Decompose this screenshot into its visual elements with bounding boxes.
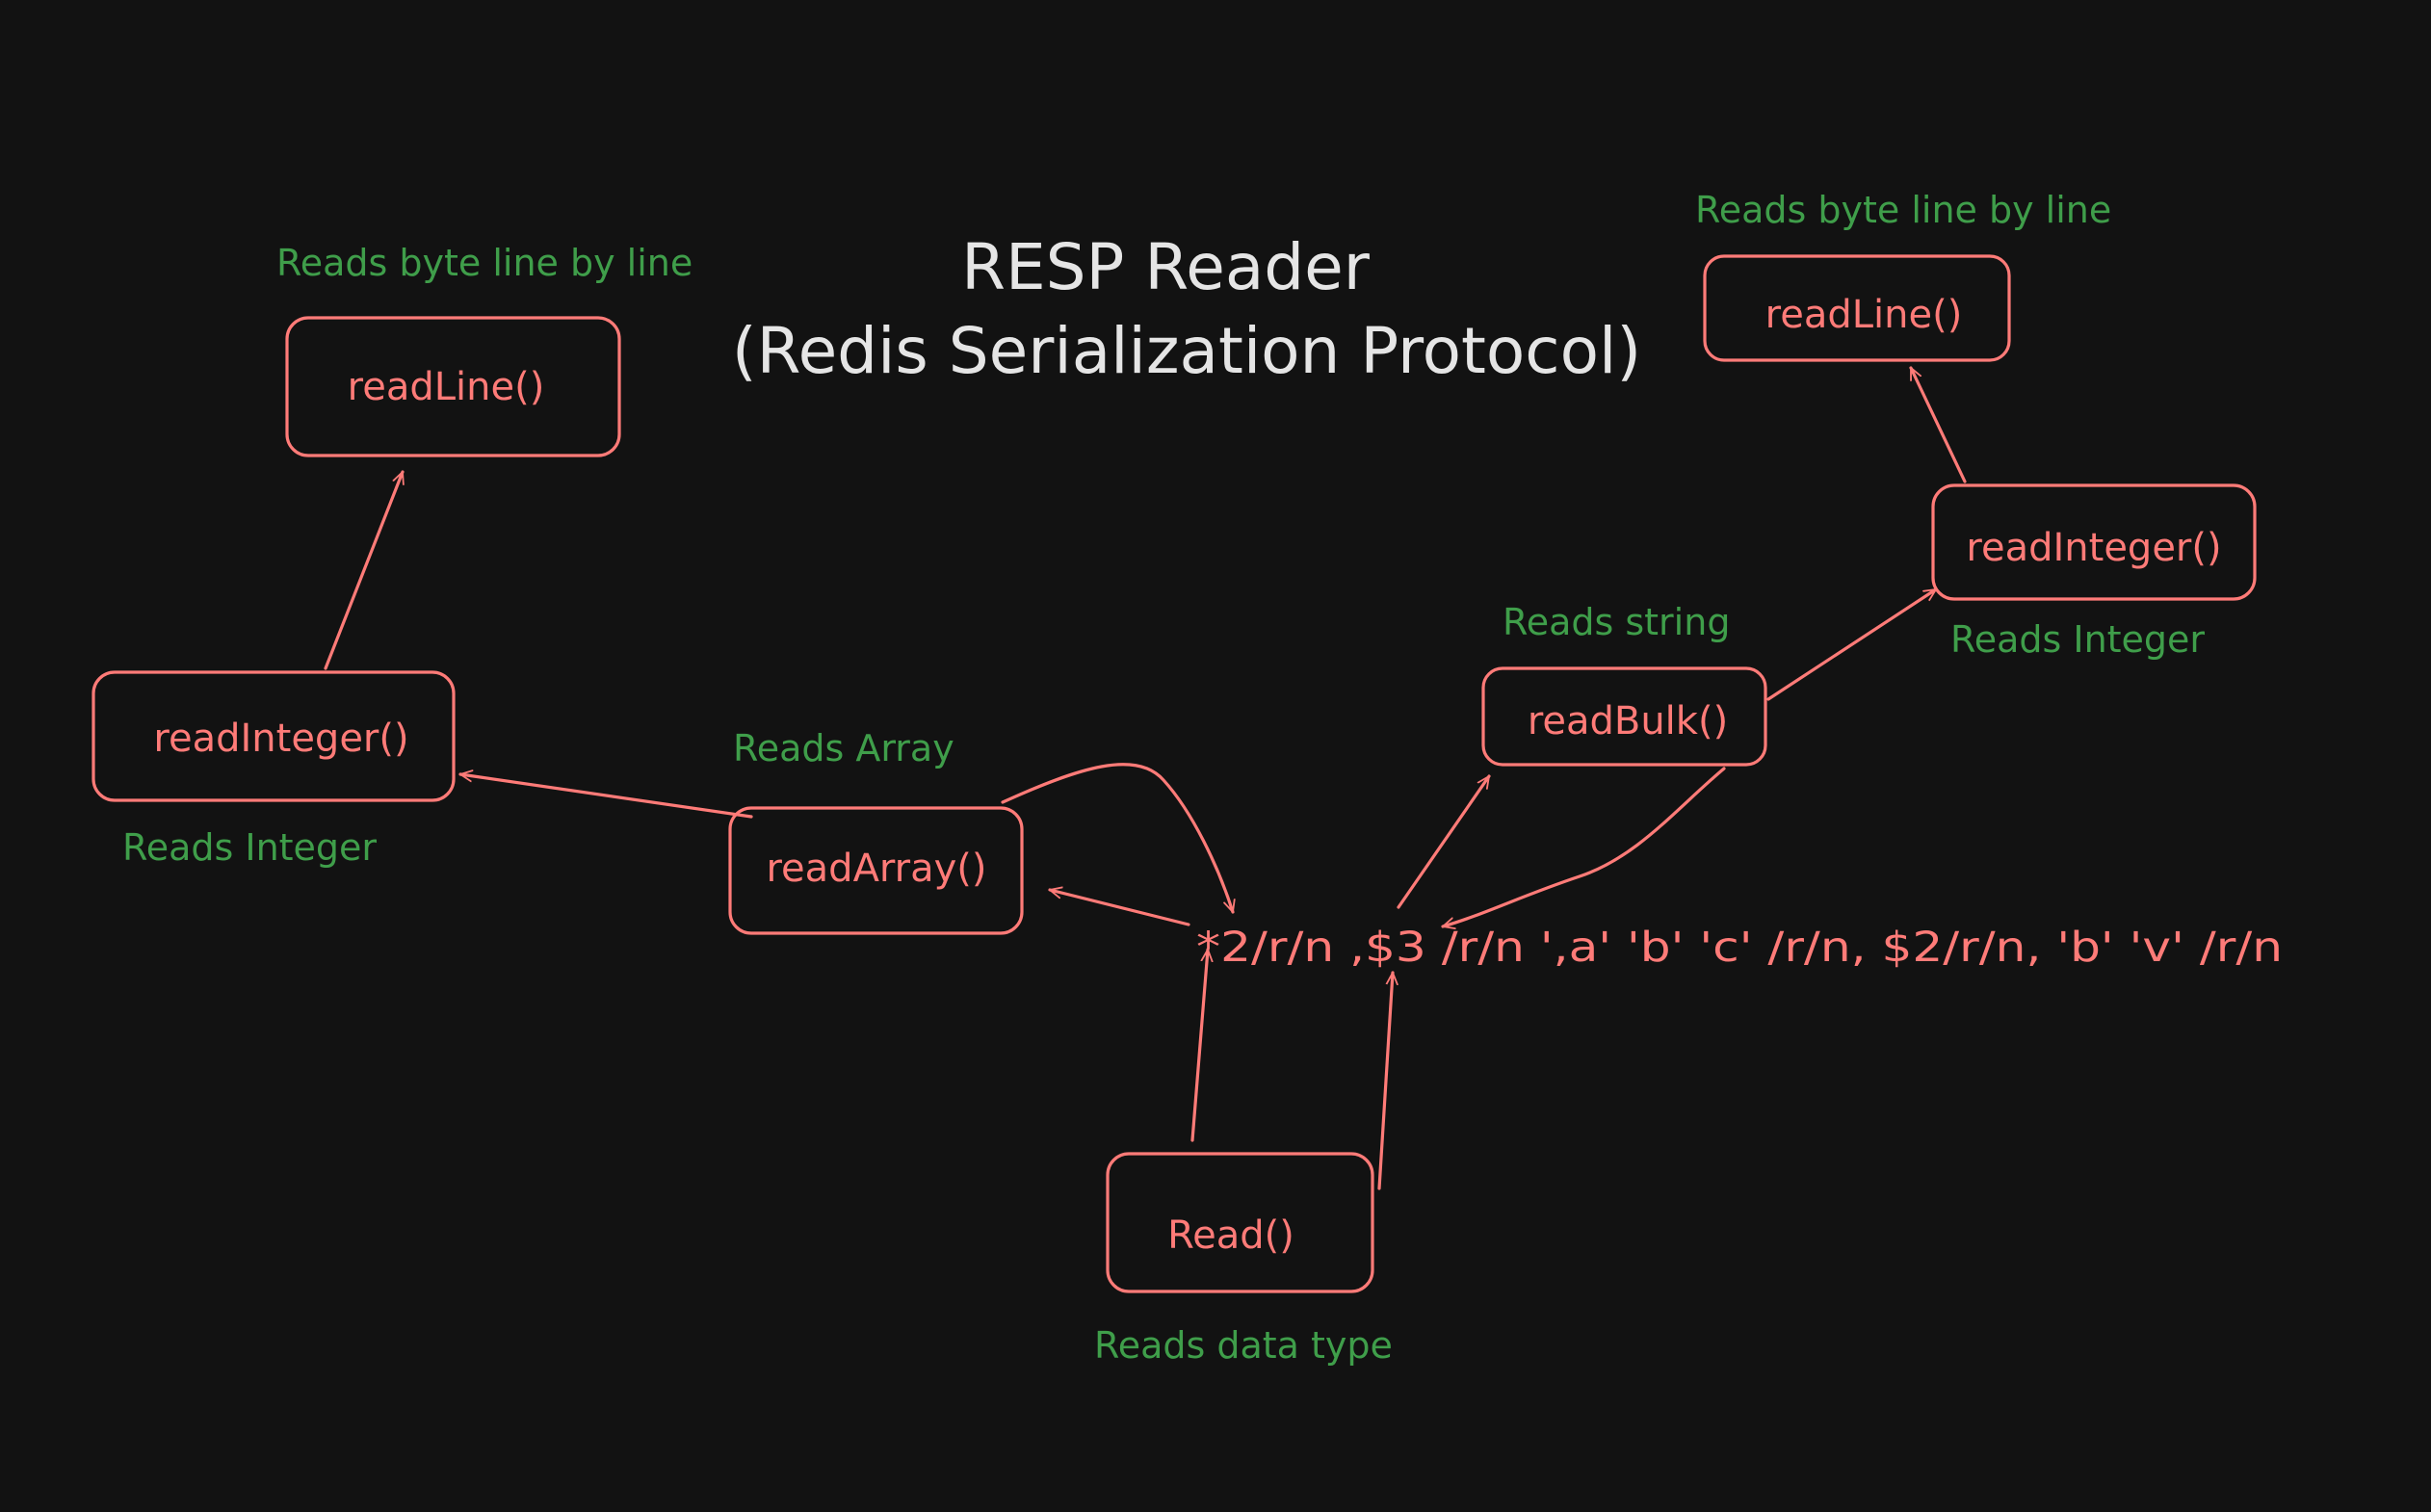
arrow-string-to-readarray [1048, 890, 1190, 926]
note-readline-left: Reads byte line by line [276, 242, 693, 284]
readinteger-left-box[interactable] [91, 670, 456, 802]
readinteger-right-label: readInteger() [1966, 526, 2221, 570]
note-readarray: Reads Array [733, 727, 954, 769]
note-read: Reads data type [1094, 1324, 1393, 1367]
note-readinteger-left: Reads Integer [122, 826, 377, 869]
arrow-readinteger-left-to-readline-left [324, 470, 403, 670]
readline-left-box[interactable] [285, 316, 621, 457]
title-line-1: RESP Reader [961, 230, 1371, 304]
note-readbulk: Reads string [1503, 601, 1730, 643]
readbulk-box[interactable] [1481, 666, 1767, 767]
resp-input-string: *2/r/n ,$3 /r/n ',a' 'b' 'c' /r/n, $2/r/… [1196, 924, 2283, 972]
arrow-read-to-array-marker [1190, 948, 1208, 1142]
arrow-readarray-to-readinteger-left [458, 774, 753, 819]
readinteger-right-box[interactable] [1931, 483, 2257, 601]
readline-right-box[interactable] [1703, 254, 2011, 362]
arrow-readbulk-to-readinteger-right [1766, 587, 1938, 701]
arrow-read-to-bulk-marker [1377, 971, 1393, 1190]
note-readinteger-right: Reads Integer [1950, 618, 2205, 661]
readline-left-label: readLine() [348, 365, 545, 409]
arrow-readbulk-to-string [1441, 767, 1726, 926]
readinteger-left-label: readInteger() [153, 717, 408, 761]
readarray-box[interactable] [728, 806, 1024, 935]
read-label: Read() [1167, 1213, 1294, 1258]
read-box[interactable] [1106, 1152, 1374, 1293]
readarray-label: readArray() [766, 847, 986, 891]
readbulk-label: readBulk() [1528, 699, 1728, 743]
arrow-readinteger-right-to-readline-right [1909, 366, 1967, 483]
arrow-string-to-readbulk [1397, 774, 1491, 909]
arrow-readarray-to-string [1001, 763, 1233, 914]
title-line-2: (Redis Serialization Protocol) [732, 314, 1641, 388]
note-readline-right: Reads byte line by line [1695, 189, 2111, 231]
readline-right-label: readLine() [1765, 293, 1963, 337]
